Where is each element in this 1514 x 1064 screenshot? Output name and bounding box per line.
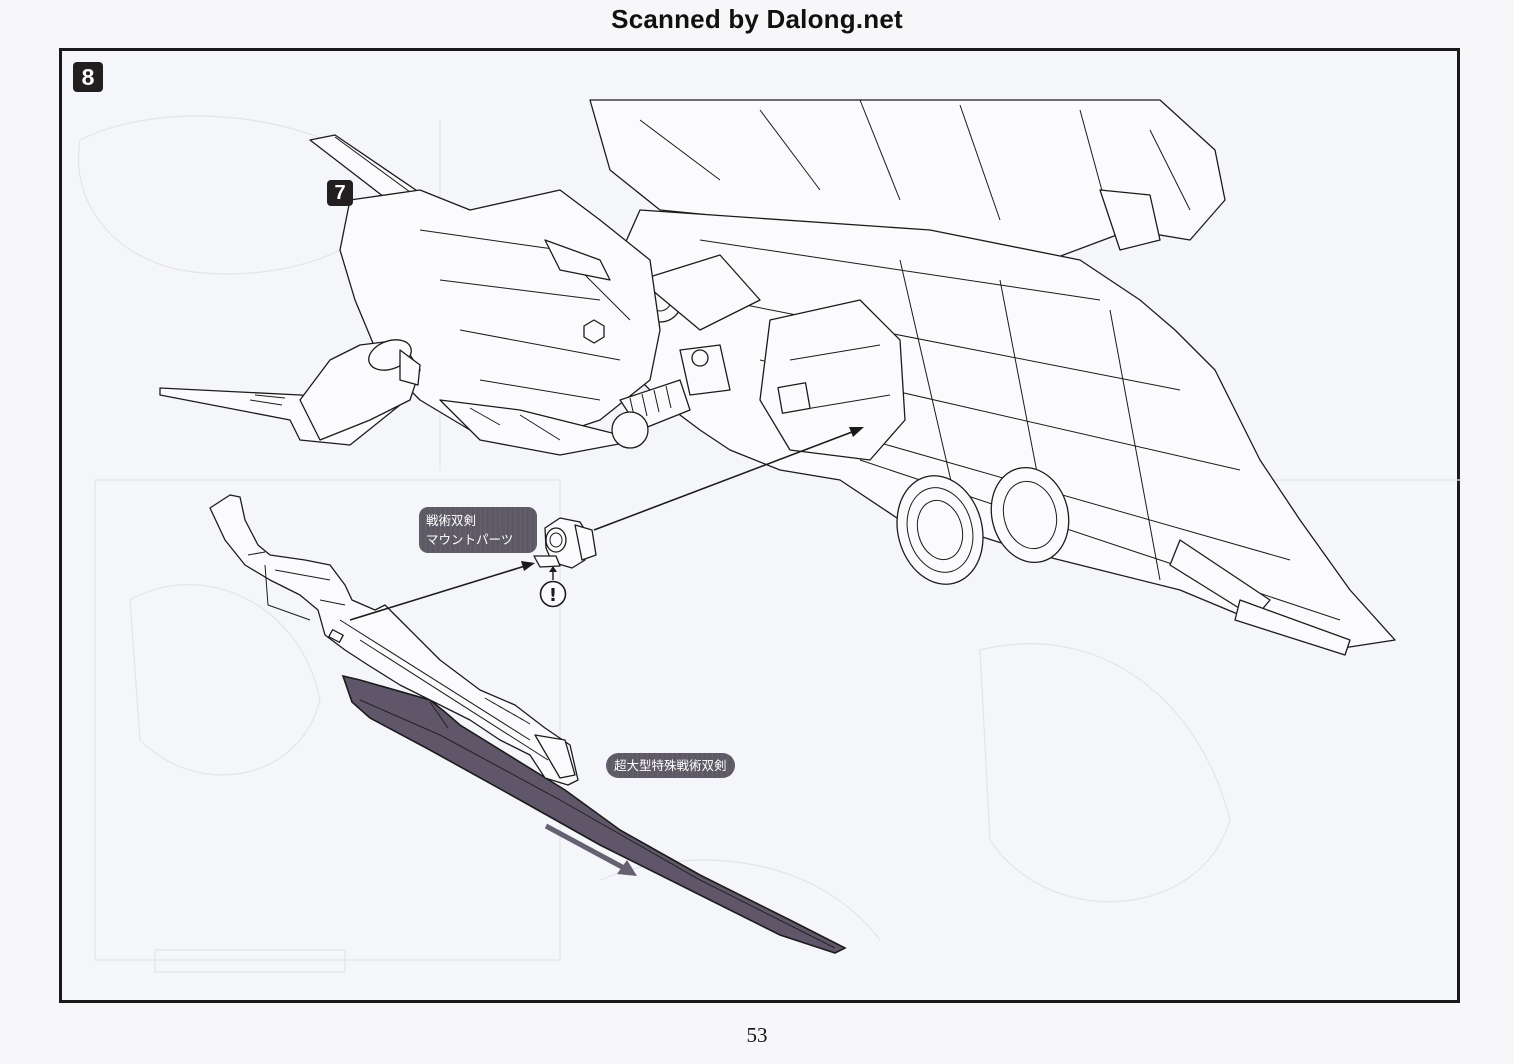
- mount-part: [533, 517, 597, 569]
- mount-part-callout: 戦術双剣 マウントパーツ: [419, 507, 537, 553]
- arrow-head-mount: [521, 561, 535, 571]
- wheel-rear: [990, 466, 1070, 564]
- step-number-badge: 8: [73, 62, 103, 92]
- arrow-head-mecha: [849, 427, 864, 437]
- sword: [209, 494, 847, 954]
- page-number: 53: [746, 1023, 768, 1047]
- mount-part-callout-line2: マウントパーツ: [426, 532, 514, 547]
- wheel-front: [896, 475, 984, 585]
- mecha-head-unit: [159, 134, 691, 456]
- sword-blade: [341, 674, 847, 954]
- sword-callout: 超大型特殊戦術双剣: [606, 753, 735, 778]
- mount-part-callout-line1: 戦術双剣: [426, 513, 477, 528]
- mecha-body: [589, 99, 1396, 656]
- caution-icon: !: [549, 585, 557, 606]
- assembly-arrows: [349, 427, 864, 876]
- sub-step-reference-badge: 7: [327, 180, 353, 206]
- caution-marker: !: [539, 566, 567, 608]
- slide-direction-arrow-head: [617, 860, 637, 876]
- scan-credit: Scanned by Dalong.net: [611, 4, 903, 34]
- slide-direction-arrow: [544, 823, 626, 871]
